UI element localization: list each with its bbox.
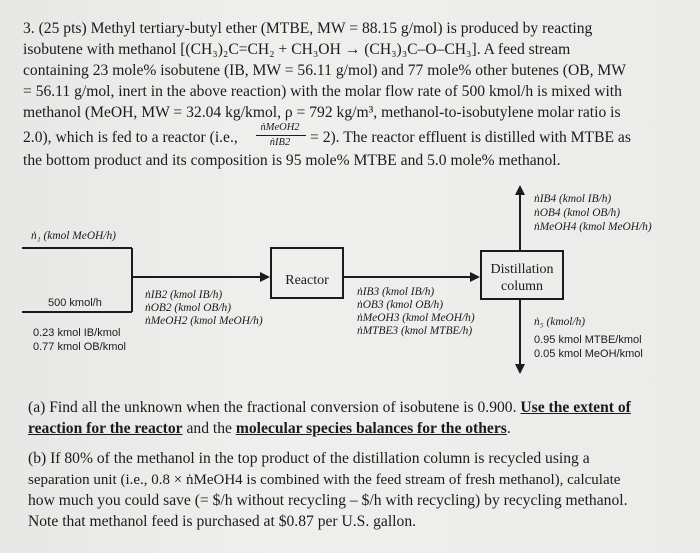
part-b-line-3: how much you could save (= $/h without r… bbox=[28, 492, 628, 509]
problem-line-5: methanol (MeOH, MW = 32.04 kg/kmol, ρ = … bbox=[23, 104, 621, 121]
part-a-text-1: (a) Find all the unknown when the fracti… bbox=[28, 399, 517, 416]
part-b-line-4: Note that methanol feed is purchased at … bbox=[28, 513, 417, 530]
stream-2-meoh: ṅMeOH2 (kmol MeOH/h) bbox=[145, 315, 263, 327]
feed-ob-fraction: 0.77 kmol OB/kmol bbox=[33, 341, 126, 353]
stream-3-ob: ṅOB3 (kmol OB/h) bbox=[357, 299, 444, 311]
stream-4-ob: ṅOB4 (kmol OB/h) bbox=[534, 207, 621, 219]
part-a-line-1: (a) Find all the unknown when the fracti… bbox=[28, 398, 631, 418]
feed-ib-fraction: 0.23 kmol IB/kmol bbox=[33, 327, 121, 339]
problem-line-2: isobutene with methanol [(CH₃)₂C=CH₂ + C… bbox=[23, 41, 571, 58]
stream-5-mtbe-fraction: 0.95 kmol MTBE/kmol bbox=[534, 334, 642, 346]
stream-4-meoh: ṅMeOH4 (kmol MeOH/h) bbox=[534, 221, 652, 233]
part-b-line-2: separation unit (i.e., 0.8 × ṅMeOH4 is c… bbox=[28, 472, 621, 488]
stream-3-meoh: ṅMeOH3 (kmol MeOH/h) bbox=[357, 312, 475, 324]
feed-rate-label: 500 kmol/h bbox=[48, 297, 102, 309]
part-a-line-2: reaction for the reactor and the molecul… bbox=[28, 419, 511, 439]
part-a-text-2: and the bbox=[186, 420, 232, 437]
stream-5-meoh-fraction: 0.05 kmol MeOH/kmol bbox=[534, 348, 643, 360]
part-a-emphasis-3: molecular species balances for the other… bbox=[235, 420, 507, 437]
part-a-emphasis-1: Use the extent of bbox=[520, 399, 631, 416]
distillation-column-box bbox=[480, 250, 564, 300]
reactor-box bbox=[270, 247, 344, 299]
ratio-denominator: ṅIB2 bbox=[269, 137, 291, 148]
stream-2-ib: ṅIB2 (kmol IB/h) bbox=[145, 289, 223, 301]
reactor-label: Reactor bbox=[285, 273, 329, 288]
stream-1-label: ṅ₁ (kmol MeOH/h) bbox=[31, 230, 116, 242]
stream-3-mtbe: ṅMTBE3 (kmol MTBE/h) bbox=[357, 325, 473, 337]
ratio-numerator: ṅMeOH2 bbox=[260, 122, 300, 133]
stream-4-ib: ṅIB4 (kmol IB/h) bbox=[534, 193, 612, 205]
problem-line-4: = 56.11 g/mol, inert in the above reacti… bbox=[23, 83, 622, 100]
stream-3-ib: ṅIB3 (kmol IB/h) bbox=[357, 286, 435, 298]
problem-line-1: 3. (25 pts) Methyl tertiary-butyl ether … bbox=[23, 20, 593, 37]
part-b-line-1: (b) If 80% of the methanol in the top pr… bbox=[28, 450, 590, 467]
problem-line-7: the bottom product and its composition i… bbox=[23, 152, 561, 169]
distillation-column-label: Distillation column bbox=[480, 261, 564, 295]
stream-5-label: ṅ₅ (kmol/h) bbox=[534, 316, 586, 328]
part-a-emphasis-2: reaction for the reactor bbox=[28, 420, 183, 437]
stream-2-ob: ṅOB2 (kmol OB/h) bbox=[145, 302, 232, 314]
part-a-text-3: . bbox=[506, 420, 511, 437]
column-label-line-1: Distillation bbox=[490, 262, 554, 277]
fraction-bar bbox=[256, 135, 306, 136]
problem-line-6a: 2.0), which is fed to a reactor (i.e., bbox=[23, 129, 238, 146]
column-label-line-2: column bbox=[501, 279, 543, 294]
problem-line-6b: = 2). The reactor effluent is distilled … bbox=[310, 129, 631, 146]
problem-line-3: containing 23 mole% isobutene (IB, MW = … bbox=[23, 62, 626, 79]
